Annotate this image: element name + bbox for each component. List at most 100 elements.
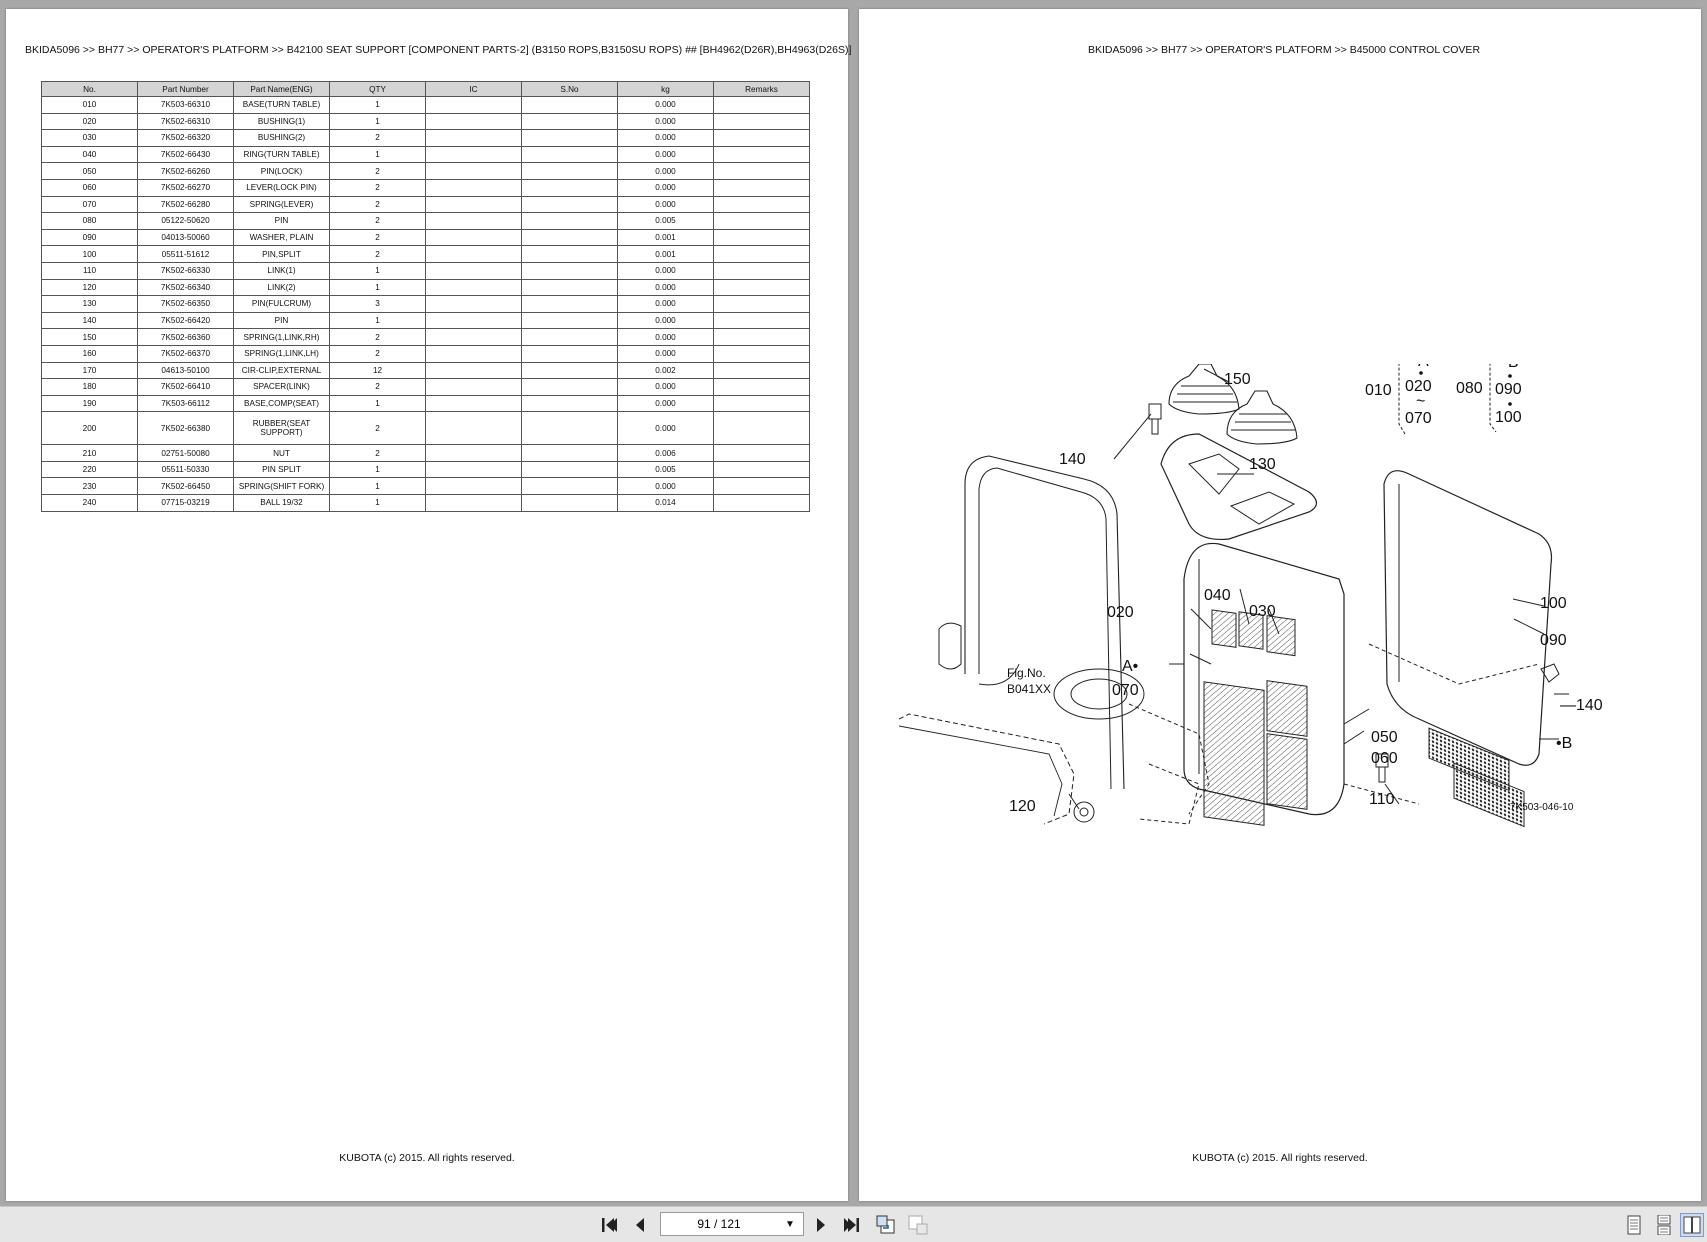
table-cell bbox=[713, 112, 810, 131]
right-page: BKIDA5096 >> BH77 >> OPERATOR'S PLATFORM… bbox=[859, 9, 1701, 1201]
table-cell: 160 bbox=[41, 344, 138, 363]
table-cell: 0.000 bbox=[617, 295, 714, 313]
table-cell: RING(TURN TABLE) bbox=[233, 145, 330, 164]
table-cell bbox=[521, 394, 618, 413]
table-cell: 1 bbox=[329, 96, 426, 114]
control-cover-front bbox=[1183, 542, 1345, 816]
table-cell bbox=[521, 96, 618, 114]
table-cell bbox=[521, 278, 618, 297]
go-back-view-button[interactable] bbox=[874, 1213, 898, 1237]
table-cell: 7K502-66410 bbox=[137, 378, 234, 396]
table-cell: 2 bbox=[329, 129, 426, 147]
callout-130: 130 bbox=[1249, 456, 1276, 473]
top-plate-slot-1 bbox=[1188, 453, 1240, 495]
table-cell bbox=[425, 278, 522, 297]
callout-A: A• bbox=[1122, 658, 1138, 675]
table-cell: SPACER(LINK) bbox=[233, 378, 330, 396]
column-header: S.No bbox=[521, 81, 618, 97]
column-header: Remarks bbox=[713, 81, 810, 97]
table-cell: 0.006 bbox=[617, 444, 714, 462]
fig-label: Fig.No. bbox=[1007, 666, 1046, 680]
table-cell: 0.000 bbox=[617, 278, 714, 297]
table-cell bbox=[521, 145, 618, 164]
continuous-view-button[interactable] bbox=[1652, 1213, 1676, 1237]
table-cell: 05511-51612 bbox=[137, 245, 234, 263]
prev-page-button[interactable] bbox=[628, 1213, 652, 1237]
table-cell bbox=[521, 228, 618, 247]
single-page-view-button[interactable] bbox=[1622, 1213, 1646, 1237]
table-cell bbox=[713, 278, 810, 297]
table-cell: 0.002 bbox=[617, 361, 714, 380]
table-cell: 060 bbox=[41, 178, 138, 197]
fig-leader bbox=[978, 663, 1020, 686]
table-cell bbox=[521, 494, 618, 512]
table-cell: 7K502-66380 bbox=[137, 411, 234, 446]
table-cell: 2 bbox=[329, 328, 426, 346]
legend-b-letter: B bbox=[1508, 364, 1519, 371]
table-cell: 1 bbox=[329, 477, 426, 496]
table-cell bbox=[521, 361, 618, 380]
first-page-icon bbox=[602, 1218, 617, 1232]
table-cell: 220 bbox=[41, 460, 138, 479]
callout-110: 110 bbox=[1369, 791, 1395, 808]
small-decal-2 bbox=[1238, 611, 1264, 650]
table-cell bbox=[521, 129, 618, 147]
table-cell bbox=[425, 394, 522, 413]
table-cell bbox=[425, 311, 522, 330]
first-page-button[interactable] bbox=[597, 1213, 621, 1237]
bolt-140-top bbox=[1148, 403, 1162, 435]
callout-140: 140 bbox=[1059, 451, 1086, 468]
single-page-icon bbox=[1627, 1215, 1641, 1235]
table-cell bbox=[425, 344, 522, 363]
column-header: IC bbox=[425, 81, 522, 97]
chevron-down-icon[interactable]: ▼ bbox=[785, 1218, 795, 1230]
page-number-input[interactable] bbox=[661, 1216, 777, 1232]
table-cell: 0.000 bbox=[617, 344, 714, 363]
table-cell: 7K502-66330 bbox=[137, 261, 234, 280]
table-cell: 0.000 bbox=[617, 178, 714, 197]
table-cell bbox=[521, 212, 618, 230]
legend-b-lead: 080 bbox=[1456, 380, 1483, 397]
table-cell: 090 bbox=[41, 228, 138, 247]
table-cell: RUBBER(SEAT SUPPORT) bbox=[233, 411, 330, 446]
table-cell bbox=[425, 261, 522, 280]
table-cell bbox=[713, 178, 810, 197]
last-page-button[interactable] bbox=[840, 1213, 864, 1237]
table-cell: 7K502-66260 bbox=[137, 162, 234, 180]
table-cell: 7K502-66340 bbox=[137, 278, 234, 297]
table-cell: PIN(FULCRUM) bbox=[233, 295, 330, 313]
table-cell: 2 bbox=[329, 228, 426, 247]
table-cell: 0.005 bbox=[617, 460, 714, 479]
table-cell: 0.014 bbox=[617, 494, 714, 512]
table-cell: SPRING(1,LINK,RH) bbox=[233, 328, 330, 346]
table-cell: SPRING(LEVER) bbox=[233, 195, 330, 214]
breadcrumb: BKIDA5096 >> BH77 >> OPERATOR'S PLATFORM… bbox=[25, 44, 852, 56]
table-cell: 2 bbox=[329, 344, 426, 363]
table-cell: 1 bbox=[329, 311, 426, 330]
table-cell bbox=[425, 178, 522, 197]
table-cell bbox=[713, 228, 810, 247]
table-cell bbox=[521, 245, 618, 263]
two-page-view-button[interactable] bbox=[1680, 1213, 1704, 1237]
go-forward-view-button[interactable] bbox=[906, 1213, 930, 1237]
table-cell: LINK(1) bbox=[233, 261, 330, 280]
legend-a-tilde: ~ bbox=[1416, 393, 1425, 410]
leader-lines bbox=[1068, 368, 1569, 810]
label-decal-right-top bbox=[1266, 680, 1308, 737]
table-cell: 04013-50060 bbox=[137, 228, 234, 247]
table-cell: 070 bbox=[41, 195, 138, 214]
page-number-field[interactable]: ▼ bbox=[660, 1212, 804, 1236]
legend-a-bracket bbox=[1398, 364, 1406, 435]
callout-050: 050 bbox=[1371, 729, 1398, 746]
nut-120-inner bbox=[1079, 807, 1089, 817]
rear-cover bbox=[1383, 470, 1553, 766]
label-decal-right-bottom bbox=[1266, 733, 1308, 810]
table-cell bbox=[521, 378, 618, 396]
legend-b-bracket bbox=[1489, 364, 1497, 433]
next-page-button[interactable] bbox=[809, 1213, 833, 1237]
table-cell bbox=[713, 195, 810, 214]
